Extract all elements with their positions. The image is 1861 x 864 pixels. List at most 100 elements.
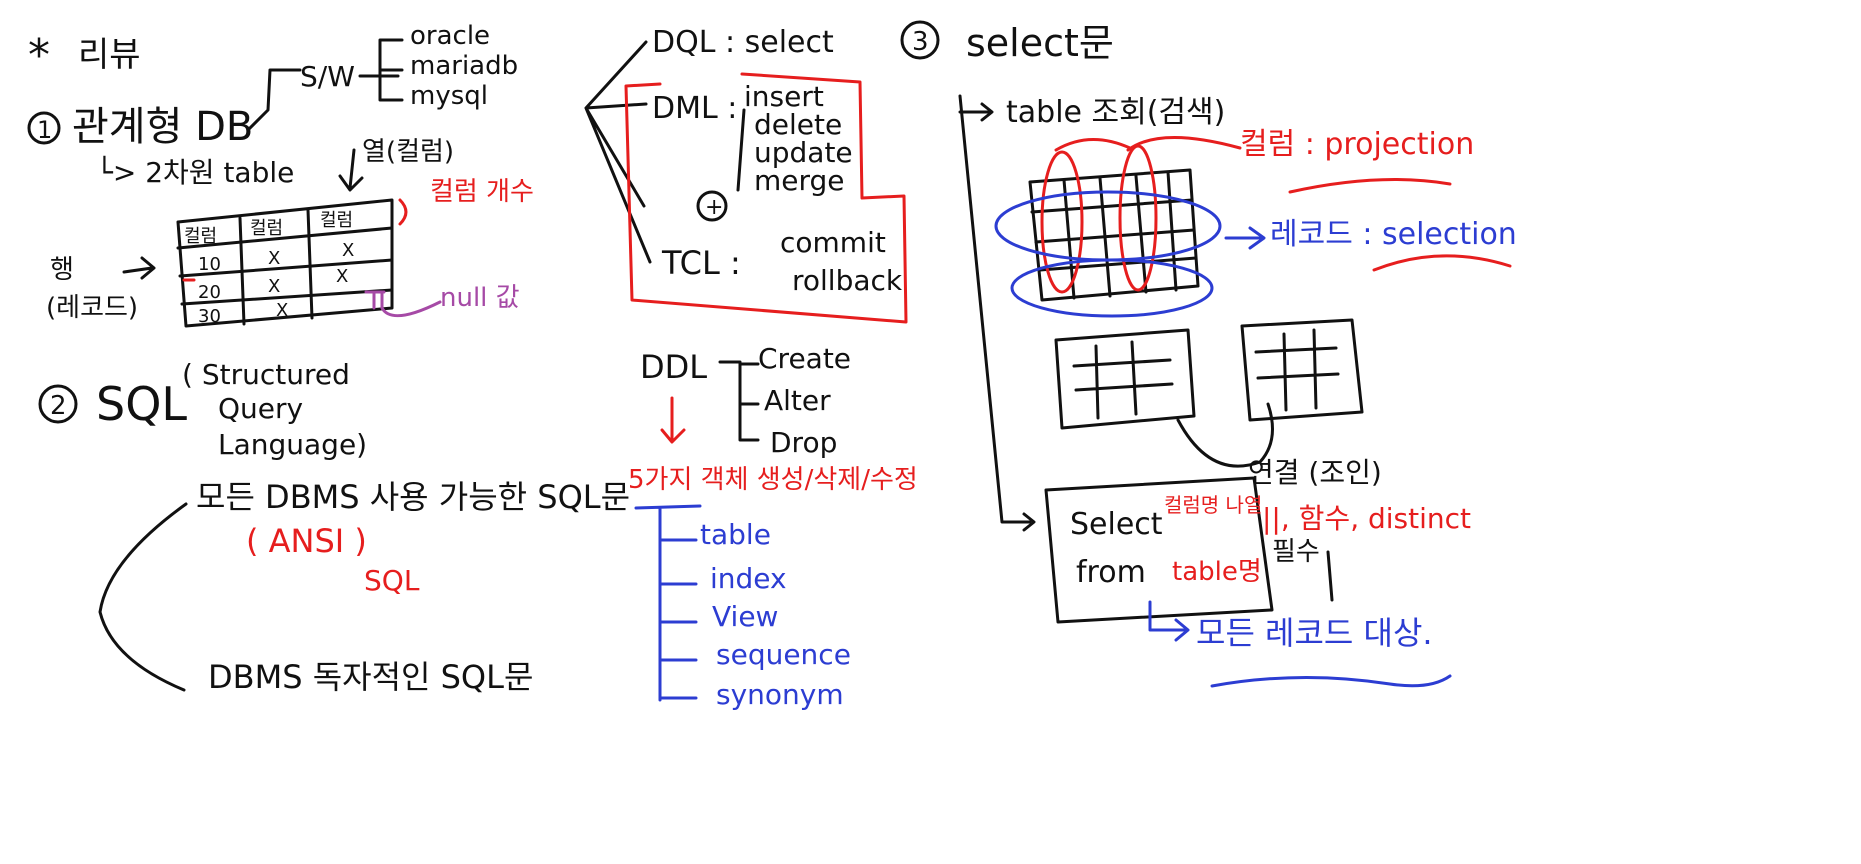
sw-bracket xyxy=(358,38,404,102)
review-title: 리뷰 xyxy=(78,35,141,75)
column-count-bracket xyxy=(398,198,408,226)
section3-title: select문 xyxy=(966,21,1114,65)
required-note: 필수 xyxy=(1272,537,1320,567)
section3-number-circle: 3 xyxy=(900,20,940,60)
tcl-item-commit: commit xyxy=(780,226,886,259)
dql-label: DQL : select xyxy=(652,25,834,60)
column-count-note: 컬럼 개수 xyxy=(430,177,534,207)
section3-arrow-select xyxy=(1022,512,1036,532)
join-curve xyxy=(1176,402,1274,468)
svg-text:2: 2 xyxy=(50,391,67,421)
table-name-note: table명 xyxy=(1172,557,1262,587)
table-header-2: 컬럼 xyxy=(320,210,353,231)
section3-arrow-table xyxy=(980,102,994,122)
svg-text:+: + xyxy=(705,195,723,220)
join-table-left xyxy=(1054,328,1196,430)
projection-selection-grid xyxy=(994,136,1242,318)
section2-number-circle: 2 xyxy=(38,384,78,424)
ansi-sql-label: SQL xyxy=(364,564,420,597)
null-marker xyxy=(364,290,442,318)
select-extras-note: ||, 함수, distinct xyxy=(1262,502,1471,535)
section1-number-circle: 1 xyxy=(27,111,61,145)
sql-title: SQL xyxy=(96,377,187,431)
projection-underline xyxy=(1288,178,1452,194)
join-table-right xyxy=(1240,318,1364,422)
sql-expansion-3: Language) xyxy=(218,428,367,461)
table-header-1: 컬럼 xyxy=(250,218,283,239)
table-cell-2-0: 30 xyxy=(198,306,221,327)
dml-item-delete: delete xyxy=(754,108,842,141)
tcl-label: TCL : xyxy=(661,244,741,282)
null-note: null 값 xyxy=(440,283,520,313)
all-records-underline xyxy=(1210,674,1452,688)
sw-item-oracle: oracle xyxy=(410,21,490,51)
required-bracket xyxy=(1326,550,1334,602)
object-sequence: sequence xyxy=(716,638,851,671)
table-note: └> 2차원 table xyxy=(96,155,294,189)
ddl-item-drop: Drop xyxy=(770,426,837,459)
section2-bracket xyxy=(98,502,188,692)
table-lookup-note: table 조회(검색) xyxy=(1006,95,1225,130)
sql-expansion-1: ( Structured xyxy=(182,358,350,391)
ddl-bracket xyxy=(718,360,760,442)
all-dbms-note: 모든 DBMS 사용 가능한 SQL문 xyxy=(196,478,630,516)
sw-label: S/W xyxy=(300,60,355,93)
object-table: table xyxy=(700,518,771,551)
object-index: index xyxy=(710,562,787,595)
table-cell-1-1: X xyxy=(268,276,280,297)
table-cell-0-2: X xyxy=(342,240,354,261)
table-cell-0-0: 10 xyxy=(198,254,221,275)
ddl-arrow xyxy=(660,396,686,444)
table-header-0: 컬럼 xyxy=(184,226,217,247)
table-cell-2-1: X xyxy=(276,300,288,321)
ddl-item-create: Create xyxy=(758,342,851,375)
from-keyword: from xyxy=(1076,555,1146,590)
section1-title: 관계형 DB xyxy=(72,104,253,150)
column-note: 열(컬럼) xyxy=(362,137,454,167)
sql-expansion-2: Query xyxy=(218,392,303,425)
dml-item-insert: insert xyxy=(744,80,824,113)
row-note-line2: (레코드) xyxy=(46,293,138,323)
object-synonym: synonym xyxy=(716,678,844,711)
select-keyword: Select xyxy=(1070,507,1163,542)
dbms-specific-note: DBMS 독자적인 SQL문 xyxy=(208,658,533,696)
table-cell-0-1: X xyxy=(268,248,280,269)
selection-arrow xyxy=(1224,226,1266,250)
sql-category-tree xyxy=(584,40,652,264)
dml-bracket xyxy=(736,108,746,192)
select-from-box xyxy=(1044,476,1274,624)
objects-note: 5가지 객체 생성/삭제/수정 xyxy=(628,465,918,495)
dml-item-merge: merge xyxy=(754,164,845,197)
column-list-note: 컬럼명 나열 xyxy=(1164,493,1262,517)
row-note-line1: 행 xyxy=(50,255,74,285)
dml-item-update: update xyxy=(754,136,853,169)
dml-label: DML : xyxy=(652,91,737,126)
ddl-item-alter: Alter xyxy=(764,384,831,417)
ansi-label: ( ANSI ) xyxy=(246,522,367,560)
section3-tree xyxy=(958,94,1032,524)
sw-item-mysql: mysql xyxy=(410,81,488,111)
projection-note: 컬럼 : projection xyxy=(1240,127,1474,162)
svg-text:3: 3 xyxy=(912,27,929,57)
plus-circle: + xyxy=(696,190,728,222)
row-arrow xyxy=(122,256,156,280)
table-cell-1-2: X xyxy=(336,266,348,287)
table-cell-1-0: 20 xyxy=(198,282,221,303)
relation-table: 컬럼 컬럼 컬럼 10 X X 20 X X 30 X xyxy=(176,198,394,328)
objects-tree xyxy=(634,504,702,702)
all-records-arrow xyxy=(1148,600,1190,642)
sw-connector xyxy=(246,68,302,132)
selection-note: 레코드 : selection xyxy=(1270,217,1517,252)
object-view: View xyxy=(712,600,778,633)
selection-underline xyxy=(1372,254,1512,272)
svg-text:1: 1 xyxy=(37,116,52,144)
dml-tcl-group-box xyxy=(624,72,908,324)
column-arrow xyxy=(338,148,364,192)
sw-item-mariadb: mariadb xyxy=(410,51,518,81)
review-star: * xyxy=(28,30,50,81)
join-note: 연결 (조인) xyxy=(1248,456,1382,489)
all-records-note: 모든 레코드 대상. xyxy=(1196,614,1433,652)
tcl-item-rollback: rollback xyxy=(792,264,903,297)
ddl-label: DDL xyxy=(640,348,707,386)
